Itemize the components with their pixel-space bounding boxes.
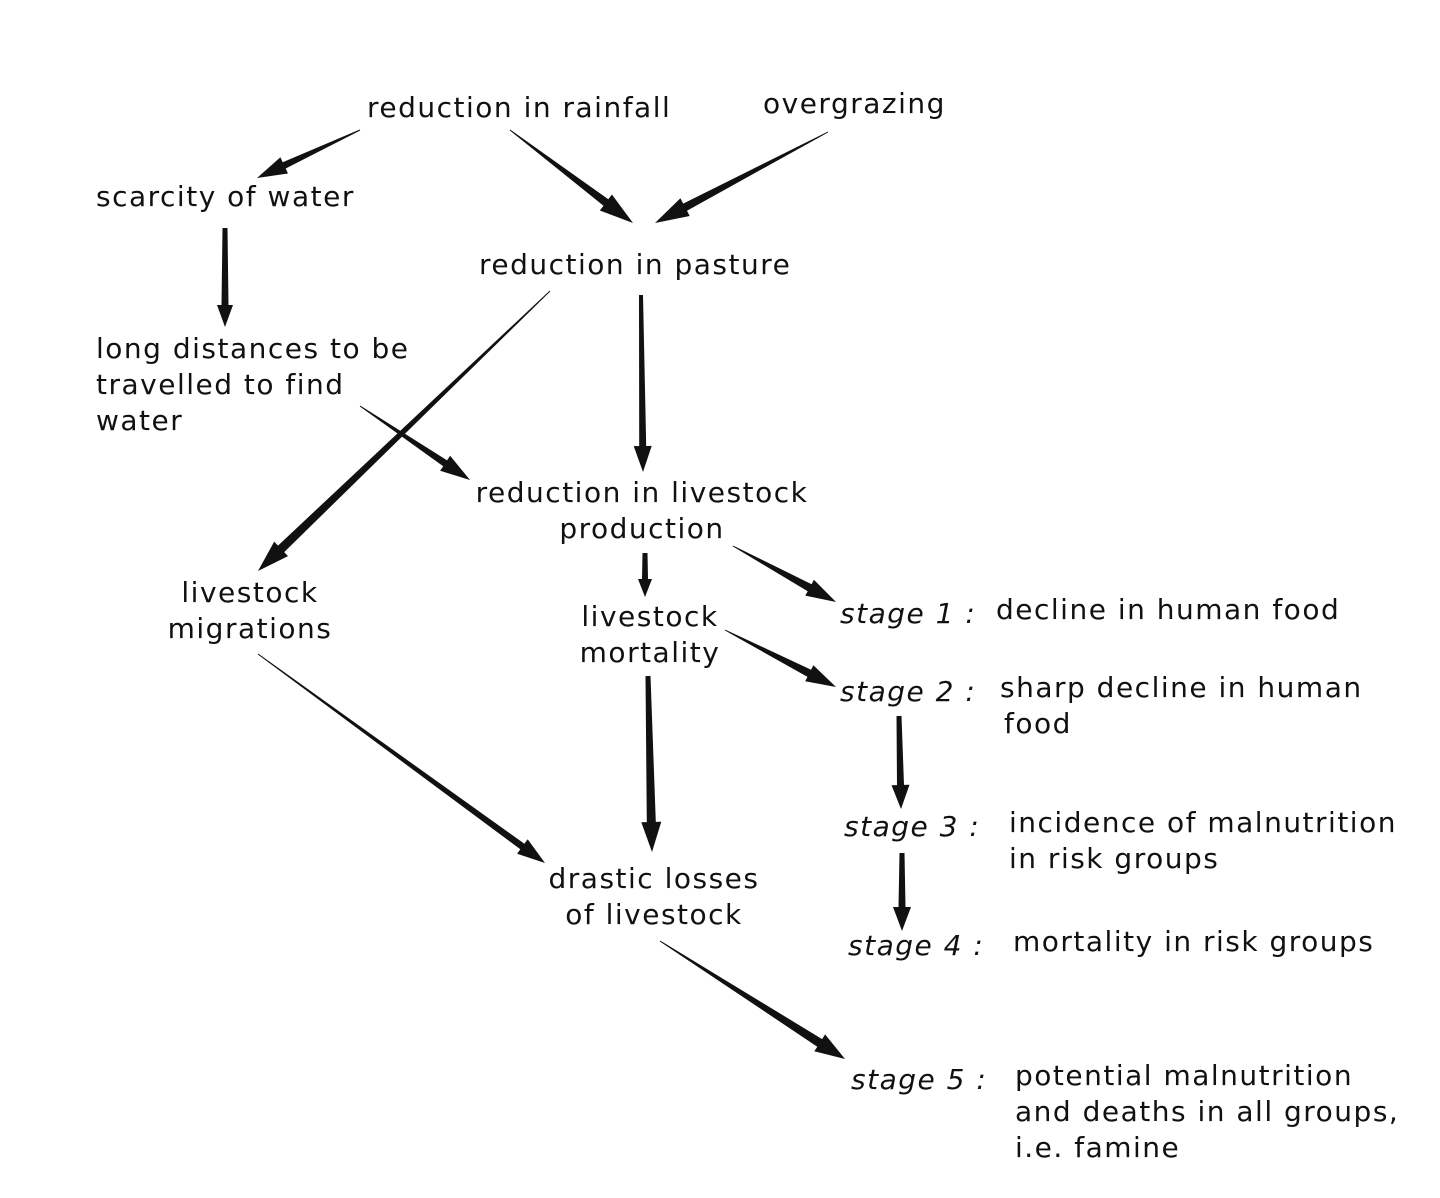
arrow-drastic-to-stage5 (659, 940, 845, 1059)
arrow-rainfall-to-scarcity (257, 129, 361, 178)
arrow-distances-to-production (359, 405, 470, 480)
stage-text: mortality in risk groups (1013, 924, 1374, 960)
node-reduction-in-livestock-production: reduction in livestock production (472, 475, 812, 547)
stage-label: stage 4 : (848, 929, 985, 962)
stage-label: stage 5 : (851, 1063, 988, 1096)
node-line: water (96, 404, 184, 437)
stage-text-line: decline in human food (996, 593, 1341, 626)
arrow-scarcity-to-distances (217, 228, 233, 327)
stage-label: stage 2 : (840, 675, 977, 708)
node-scarcity-of-water: scarcity of water (96, 180, 355, 213)
node-line: drastic losses (548, 862, 760, 895)
stage-text: decline in human food (996, 592, 1340, 628)
node-line: livestock (181, 576, 319, 609)
node-line: long distances to be (96, 332, 410, 365)
node-line: reduction in livestock (475, 476, 809, 509)
arrow-rainfall-to-pasture (509, 129, 633, 223)
node-livestock-mortality: livestock mortality (560, 599, 740, 671)
stage-text: potential malnutrition and deaths in all… (1015, 1058, 1399, 1166)
stage-text-line: and deaths in all groups, (1015, 1095, 1400, 1128)
node-line: travelled to find (96, 368, 345, 401)
stage-label: stage 1 : (840, 597, 977, 630)
stage-text-line: food (1004, 707, 1072, 740)
node-line: livestock (581, 600, 719, 633)
arrow-stage3-to-stage4 (893, 853, 911, 931)
node-reduction-in-pasture: reduction in pasture (479, 248, 792, 281)
node-line: of livestock (565, 898, 743, 931)
arrow-overgrazing-to-pasture (655, 131, 829, 223)
node-long-distances: long distances to be travelled to find w… (96, 331, 409, 439)
arrow-production-to-stage1 (732, 545, 836, 602)
stage-text-line: sharp decline in human (1000, 671, 1363, 704)
arrow-stage2-to-stage3 (891, 715, 910, 809)
node-drastic-losses: drastic losses of livestock (540, 861, 768, 933)
node-line: mortality (579, 636, 721, 669)
stage-text: sharp decline in human food (1000, 670, 1363, 742)
stage-text: incidence of malnutrition in risk groups (1009, 805, 1397, 877)
stage-text-line: potential malnutrition (1015, 1059, 1354, 1092)
arrow-migrations-to-drastic (257, 653, 545, 863)
node-line: migrations (167, 612, 333, 645)
arrow-mortality-to-drastic (641, 675, 662, 852)
stage-text-line: i.e. famine (1015, 1131, 1181, 1164)
stage-text-line: incidence of malnutrition (1009, 806, 1397, 839)
arrow-pasture-to-production (633, 295, 652, 472)
stage-label: stage 3 : (844, 810, 981, 843)
node-line: production (559, 512, 725, 545)
arrow-mortality-to-stage2 (724, 629, 836, 687)
stage-text-line: in risk groups (1009, 842, 1220, 875)
arrow-production-to-mortality (638, 553, 652, 597)
arrow-pasture-to-migrations (258, 290, 551, 571)
stage-text-line: mortality in risk groups (1013, 925, 1375, 958)
node-livestock-migrations: livestock migrations (150, 575, 350, 647)
node-reduction-in-rainfall: reduction in rainfall (367, 91, 672, 124)
node-overgrazing: overgrazing (763, 87, 946, 120)
